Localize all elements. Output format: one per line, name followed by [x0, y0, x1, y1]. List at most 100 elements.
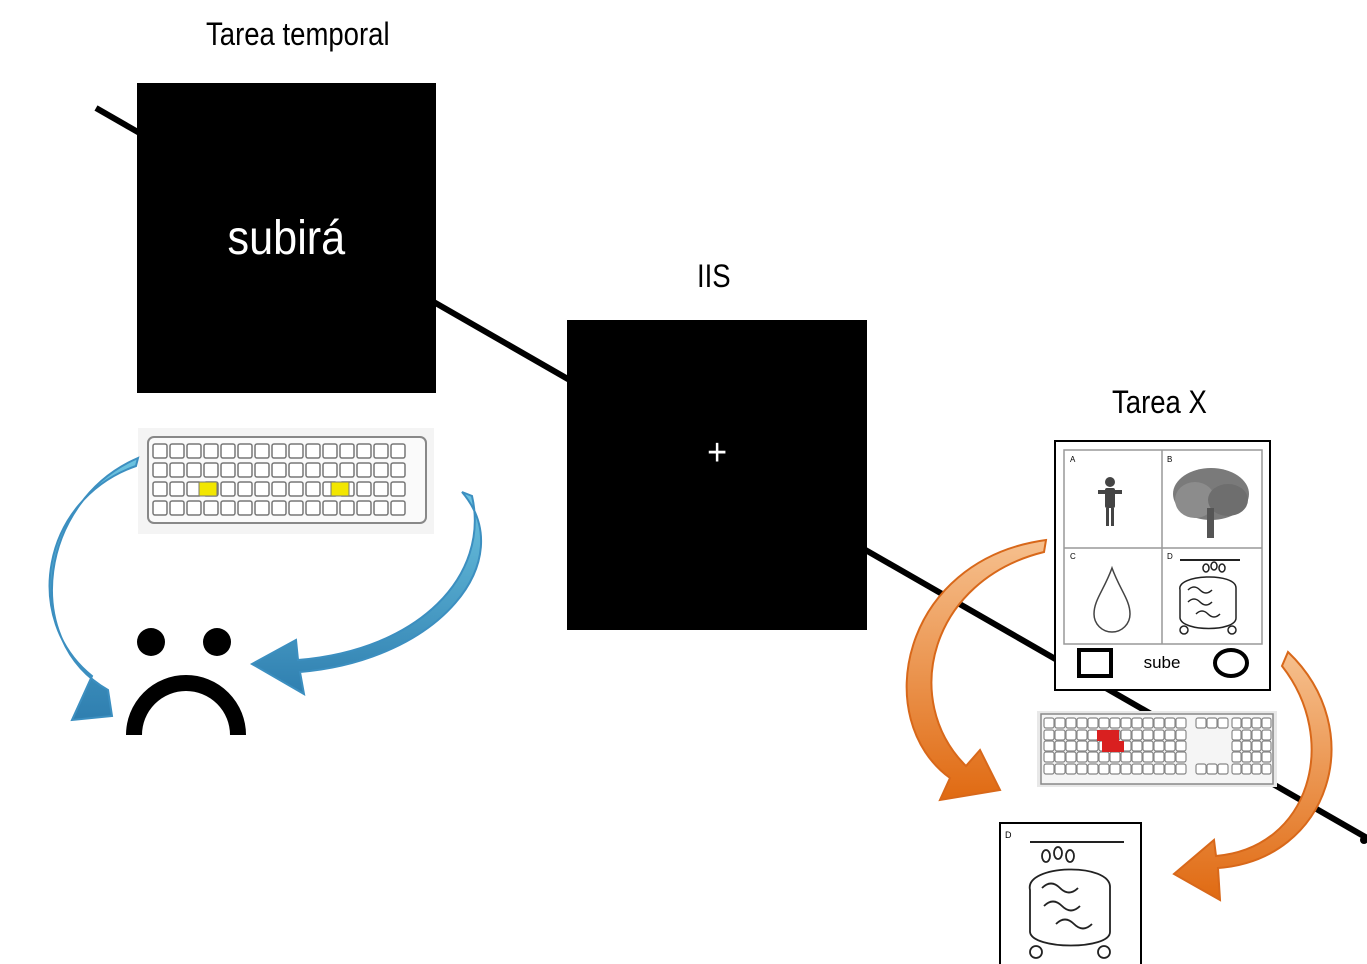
keyboard-key — [1054, 740, 1066, 752]
keyboard-key — [322, 443, 338, 459]
circle-icon — [1213, 648, 1249, 678]
keyboard-key — [1195, 763, 1207, 775]
keyboard-key — [1164, 729, 1176, 741]
keyboard-key — [1087, 717, 1099, 729]
keyboard-key — [1261, 751, 1272, 763]
keyboard-key — [373, 462, 389, 478]
keyboard-key — [186, 443, 202, 459]
keyboard-key — [1087, 729, 1099, 741]
keyboard-key — [203, 462, 219, 478]
keyboard-key — [322, 462, 338, 478]
keyboard-key — [271, 443, 287, 459]
keyboard-key — [1076, 717, 1088, 729]
keyboard-key — [1241, 729, 1252, 741]
keyboard-key — [1153, 751, 1165, 763]
keyboard-key — [1241, 751, 1252, 763]
keyboard-key — [305, 462, 321, 478]
keyboard-key — [1131, 740, 1143, 752]
tree-icon — [1173, 468, 1249, 538]
orange-arrow-right — [1172, 650, 1333, 902]
quadrant-label-c: C — [1070, 552, 1076, 561]
keyboard-key — [1241, 763, 1252, 775]
keyboard-key — [1231, 740, 1242, 752]
keyboard-key — [1087, 751, 1099, 763]
keyboard-key — [1131, 729, 1143, 741]
keyboard-key — [1131, 763, 1143, 775]
keyboard-key — [356, 481, 372, 497]
fixation-cross: + — [707, 432, 727, 474]
keyboard-key — [1043, 740, 1055, 752]
keyboard-key — [254, 462, 270, 478]
keyboard-key — [1175, 763, 1187, 775]
keyboard-key — [1206, 717, 1218, 729]
keyboard-key — [1142, 751, 1154, 763]
keyboard-key — [169, 500, 185, 516]
keyboard-key — [390, 500, 406, 516]
keyboard-key — [186, 500, 202, 516]
keyboard-key — [1261, 740, 1272, 752]
temporal-task-label: Tarea temporal — [206, 16, 390, 52]
keyboard-key — [356, 500, 372, 516]
keyboard-key — [305, 443, 321, 459]
keyboard-key — [1153, 740, 1165, 752]
keyboard-key — [1195, 717, 1207, 729]
keyboard-key — [237, 500, 253, 516]
keyboard-key — [271, 462, 287, 478]
keyboard-key — [356, 462, 372, 478]
keyboard-key — [220, 481, 236, 497]
keyboard-key — [1261, 763, 1272, 775]
keyboard-key — [1065, 740, 1077, 752]
keyboard-key — [1261, 729, 1272, 741]
keyboard-key — [373, 443, 389, 459]
keyboard-key — [1231, 751, 1242, 763]
keyboard-key — [1120, 763, 1132, 775]
keyboard-key — [186, 462, 202, 478]
square-icon — [1077, 648, 1113, 678]
task-x-keyboard-icon — [1037, 711, 1277, 787]
keyboard-key — [1109, 717, 1121, 729]
keyboard-key — [1217, 717, 1229, 729]
sad-face-icon — [120, 628, 250, 766]
keyboard-key — [1217, 763, 1229, 775]
keyboard-key — [1153, 717, 1165, 729]
keyboard-key — [1131, 717, 1143, 729]
highlight-key-red-1 — [1097, 730, 1108, 741]
keyboard-key — [1175, 729, 1187, 741]
keyboard-key — [1076, 740, 1088, 752]
keyboard-key — [152, 500, 168, 516]
keyboard-key — [339, 443, 355, 459]
highlight-key-red-4 — [1113, 741, 1124, 752]
keyboard-key — [1131, 751, 1143, 763]
keyboard-key — [1087, 763, 1099, 775]
keyboard-key — [1241, 717, 1252, 729]
keyboard-key — [1098, 763, 1110, 775]
keyboard-key — [152, 462, 168, 478]
keyboard-key — [373, 481, 389, 497]
keyboard-key — [1043, 729, 1055, 741]
keyboard-key — [1164, 751, 1176, 763]
keyboard-key — [1164, 740, 1176, 752]
keyboard-key — [271, 500, 287, 516]
keyboard-key — [169, 443, 185, 459]
keyboard-key — [1231, 763, 1242, 775]
keyboard-key — [152, 481, 168, 497]
keyboard-key — [220, 462, 236, 478]
keyboard-key — [305, 481, 321, 497]
keyboard-key — [237, 443, 253, 459]
keyboard-key — [339, 462, 355, 478]
boiling-pot-icon — [1179, 559, 1240, 635]
keyboard-key — [237, 462, 253, 478]
keyboard-key — [1098, 717, 1110, 729]
water-drop-icon — [1093, 565, 1131, 633]
keyboard-key — [1251, 729, 1262, 741]
feedback-card: D — [999, 822, 1142, 964]
keyboard-key — [271, 481, 287, 497]
keyboard-key — [220, 443, 236, 459]
keyboard-key — [1098, 751, 1110, 763]
keyboard-key — [1065, 729, 1077, 741]
keyboard-key — [373, 500, 389, 516]
keyboard-key — [152, 443, 168, 459]
highlight-key-red-2 — [1108, 730, 1119, 741]
keyboard-key — [1109, 763, 1121, 775]
